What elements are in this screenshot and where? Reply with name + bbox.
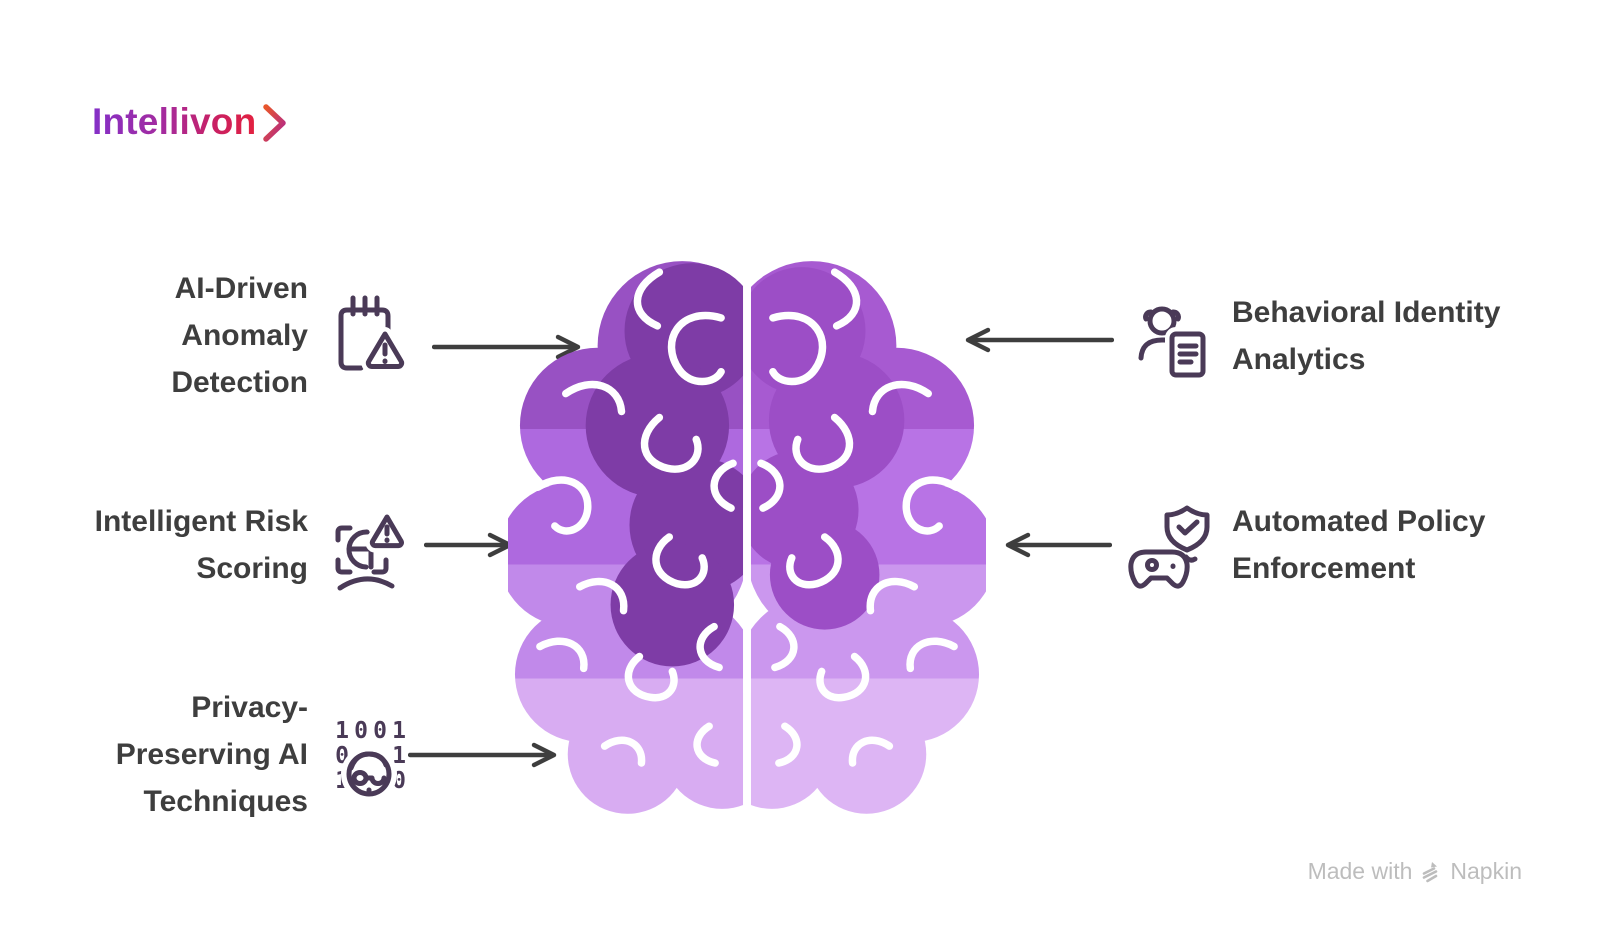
notepad-warning-icon (338, 295, 406, 374)
arrow-right-icon (424, 532, 513, 558)
svg-text:1: 1 (392, 743, 406, 769)
svg-text:0: 0 (373, 718, 387, 744)
napkin-watermark: Made with Napkin (1308, 858, 1522, 885)
napkin-logo-icon (1423, 861, 1438, 882)
face-scan-warning-icon (335, 510, 408, 591)
feature-label-automated-policy-enforcement: Automated Policy Enforcement (1232, 505, 1486, 585)
intellivon-logo: Intellivon (92, 100, 289, 144)
watermark-made-with-text: Made with (1307, 858, 1413, 884)
svg-text:1: 1 (392, 718, 406, 744)
feature-label-ai-driven-anomaly-detection: AI-Driven Anomaly Detection (171, 272, 308, 399)
chevron-right-icon (263, 104, 287, 142)
arrow-right-icon (408, 742, 557, 768)
brain-right-hemisphere (750, 261, 986, 814)
arrow-left-icon (1005, 532, 1112, 558)
arrow-right-icon (432, 334, 581, 360)
feature-label-privacy-preserving-ai-techniques: Privacy- Preserving AI Techniques (115, 691, 308, 818)
arrow-left-icon (965, 327, 1114, 353)
controller-shield-check-icon (1128, 502, 1212, 589)
binary-anonymous-face-icon: 1 0 0 1 0 1 1 0 (335, 718, 406, 800)
feature-label-intelligent-risk-scoring: Intelligent Risk Scoring (94, 505, 308, 585)
brain-illustration (508, 261, 986, 814)
svg-text:0: 0 (354, 718, 368, 744)
logo-text: Intellivon (92, 101, 257, 142)
svg-text:1: 1 (335, 718, 349, 744)
feature-label-behavioral-identity-analytics: Behavioral Identity Analytics (1232, 296, 1501, 376)
brain-left-hemisphere (508, 261, 744, 814)
person-document-icon (1138, 306, 1210, 382)
watermark-brand-text: Napkin (1450, 858, 1522, 884)
